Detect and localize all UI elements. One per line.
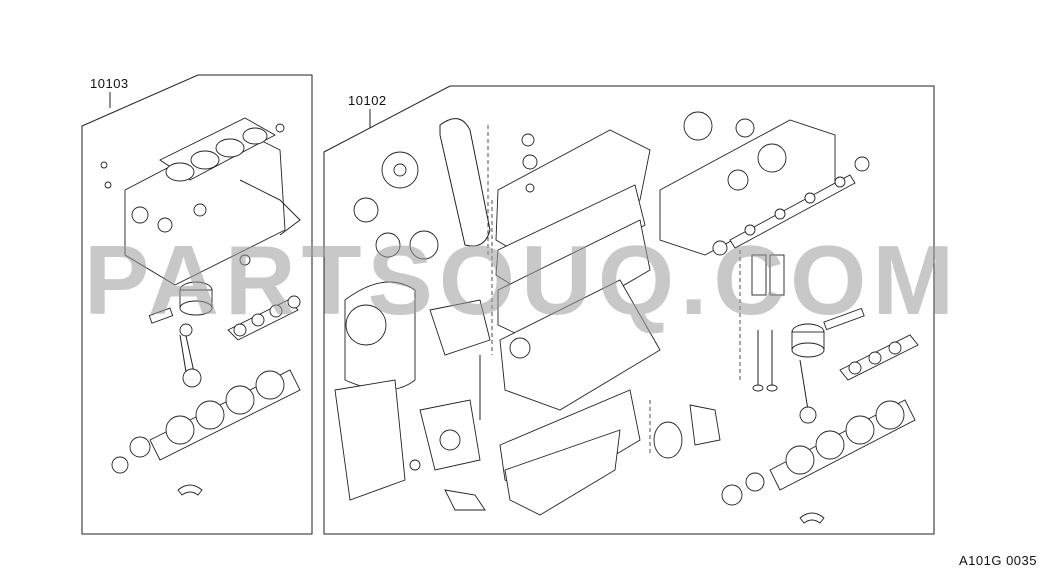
camshaft-cover-drawing — [659, 111, 870, 256]
frame-full-engine — [323, 85, 935, 535]
engine-block-drawing — [409, 279, 661, 471]
callout-10103[interactable]: 10103 — [90, 76, 129, 91]
bearing-set-drawing — [227, 295, 301, 341]
frame-short-block — [81, 74, 313, 535]
piston-right-drawing — [791, 307, 865, 424]
piston-drawing — [148, 281, 213, 324]
cylinder-block-drawing — [100, 117, 301, 286]
diagram-code: A101G 0035 — [958, 553, 1037, 568]
timing-cover-drawing — [334, 281, 491, 501]
bearing-set-right-drawing — [839, 334, 919, 381]
connecting-rod-drawing — [179, 323, 202, 388]
crankshaft-right-drawing — [721, 399, 916, 524]
callout-10102[interactable]: 10102 — [348, 93, 387, 108]
valve-set-drawing — [739, 250, 785, 392]
camshaft-drawing — [712, 174, 856, 256]
timing-belt-drawing — [353, 118, 491, 260]
oil-pan-drawing — [444, 389, 721, 516]
cylinder-head-drawing — [491, 129, 651, 355]
crankshaft-drawing — [111, 369, 301, 496]
